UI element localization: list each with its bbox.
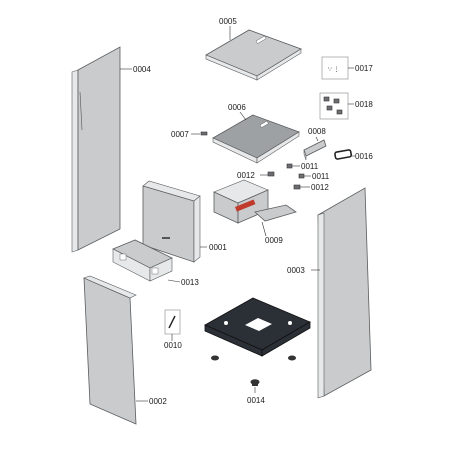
part-0002-lower-panel — [83, 275, 137, 425]
part-0007-screw — [200, 131, 208, 136]
part-base-frame — [204, 297, 311, 357]
label-0011-a: 0011 — [301, 162, 319, 171]
label-0001: 0001 — [209, 243, 227, 252]
part-0017-screw-bag: ∵ ⋮ — [321, 56, 349, 80]
part-0001-front-panel — [142, 180, 201, 263]
part-0004-left-side-panel — [71, 46, 121, 253]
part-0018-clip-bag — [319, 92, 349, 120]
part-0010-screw-sachet — [164, 309, 181, 335]
part-0008-bracket — [303, 139, 327, 161]
label-0002: 0002 — [149, 397, 167, 406]
part-0012-clip-a — [267, 171, 275, 177]
part-0016-gasket — [334, 149, 353, 160]
label-0007: 0007 — [171, 130, 189, 139]
part-0003-right-side-panel — [317, 187, 372, 399]
label-0017: 0017 — [355, 64, 373, 73]
part-0005-top-cover — [205, 29, 302, 81]
label-0018: 0018 — [355, 100, 373, 109]
svg-text:∵ ⋮: ∵ ⋮ — [328, 67, 339, 73]
label-0011-b: 0011 — [312, 172, 330, 181]
part-feet — [211, 355, 296, 386]
label-0004: 0004 — [133, 65, 151, 74]
part-0011-clip-a — [286, 163, 293, 169]
part-0011-clip-b — [298, 173, 305, 179]
part-0006-inner-tray — [212, 114, 300, 164]
label-0016: 0016 — [355, 152, 373, 161]
part-0013-rear-bracket — [112, 239, 173, 282]
label-0009: 0009 — [265, 236, 283, 245]
label-0013: 0013 — [181, 278, 199, 287]
label-0003: 0003 — [287, 266, 305, 275]
label-0014: 0014 — [247, 396, 265, 405]
label-0008: 0008 — [308, 127, 326, 136]
label-0005: 0005 — [219, 17, 237, 26]
label-0012-b: 0012 — [311, 183, 329, 192]
label-0012-a: 0012 — [237, 171, 255, 180]
part-0009-control-box — [213, 179, 297, 224]
part-0012-clip-b — [293, 184, 301, 190]
label-0006: 0006 — [228, 103, 246, 112]
label-0010: 0010 — [164, 341, 182, 350]
